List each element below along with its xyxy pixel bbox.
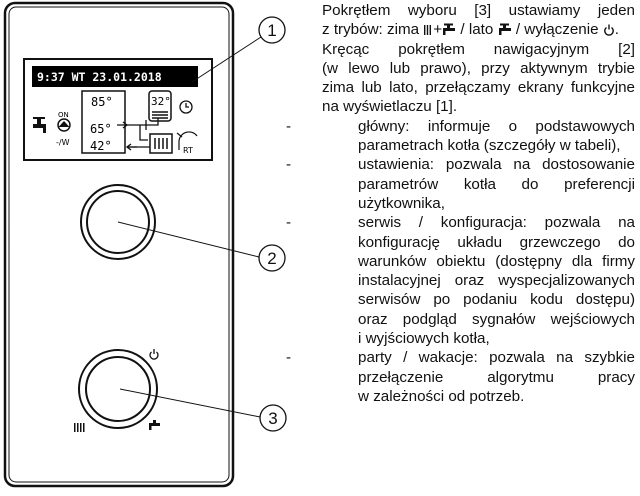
list-item-line: oraz podgląd sygnałów wejściowych <box>322 310 635 329</box>
svg-text:ON: ON <box>58 111 69 119</box>
intro-modes-line: z trybów: zima + / lato / wyłączenie . <box>322 20 635 39</box>
list-item-line: konfigurację układu grzewczego do <box>322 233 635 252</box>
list-item-line: - główny: informuje o podstawowych <box>286 117 635 136</box>
mode-text: / wyłączenie <box>515 21 599 39</box>
list-item-text: oraz podgląd sygnałów wejściowych <box>358 310 635 328</box>
boiler-box <box>81 90 126 154</box>
clock-icon <box>179 100 193 114</box>
bullet-dash: - <box>286 156 292 174</box>
list-item-line: użytkownika, <box>322 194 635 213</box>
callout-circle-2 <box>258 244 286 272</box>
bullet-dash: - <box>286 214 292 232</box>
list-item-text: warunków obiektu (dostępny dla firmy <box>358 252 635 270</box>
mode-selector-knob[interactable] <box>78 349 158 429</box>
pipes <box>117 118 159 151</box>
list-item-text: ustawienia: pozwala na dostosowanie <box>358 156 635 174</box>
return-temp: 42° <box>90 139 112 153</box>
radiator-icon <box>424 25 432 36</box>
display-header-bar <box>32 66 198 87</box>
list-item-text: w zależności od potrzeb. <box>358 387 525 405</box>
list-item-line: i wyjściowych kotła, <box>322 329 635 348</box>
tank-temp: 32° <box>151 95 171 108</box>
navigation-knob[interactable] <box>80 184 156 260</box>
power-icon <box>149 349 159 360</box>
intro-line: na wyświetlaczu [1]. <box>322 98 458 116</box>
callout-number-3: 3 <box>268 409 277 428</box>
bullet-dash: - <box>286 349 292 367</box>
panel-inner-frame <box>8 6 230 483</box>
list-item-line: parametrów kotła do preferencji <box>322 175 635 194</box>
period-text: . <box>614 21 620 39</box>
tap-mode-icon <box>149 420 160 430</box>
list-item-text: parametrów kotła do preferencji <box>358 175 635 193</box>
list-item-text: party / wakacje: pozwala na szybkie <box>358 349 635 367</box>
room-thermostat-icon <box>176 131 198 150</box>
list-item-line: - serwis / konfiguracja: pozwala na <box>286 213 635 232</box>
list-item-line: - ustawienia: pozwala na dostosowanie <box>286 155 635 174</box>
list-item-line: parametrach kotła (szczegóły w tabeli), <box>322 136 635 155</box>
radiator-icon <box>149 133 173 154</box>
tap-icon <box>498 23 511 36</box>
screen-list: - główny: informuje o podstawowych paramet… <box>286 117 635 406</box>
supply-temp: 65° <box>90 122 112 136</box>
list-item-text: użytkownika, <box>358 194 445 212</box>
display-frame <box>23 58 213 161</box>
pump-wave-icon: -/W <box>56 138 70 147</box>
intro-line: Kręcąc pokrętłem nawigacyjnym [2] <box>322 40 635 58</box>
boiler-temp: 85° <box>91 95 113 109</box>
callout-line-1 <box>191 36 262 83</box>
list-item-text: przełączenie algorytmu pracy <box>358 368 635 386</box>
panel-outer-frame <box>3 1 235 488</box>
intro-line: Pokrętłem wyboru [3] ustawiamy jeden <box>322 2 635 19</box>
bullet-dash: - <box>286 117 292 135</box>
list-item-line: przełączenie algorytmu pracy <box>322 368 635 387</box>
list-item-text: serwisów po podaniu kodu dostępu) <box>358 291 635 309</box>
callout-line-2 <box>117 221 260 258</box>
tap-icon <box>33 117 46 133</box>
water-tank-icon <box>148 90 172 122</box>
list-item-text: główny: informuje o podstawowych <box>358 117 635 135</box>
pump-icon: ON <box>57 111 71 132</box>
mode-text: / lato <box>460 21 494 39</box>
callout-circle-3 <box>259 404 287 432</box>
mode-text: z trybów: zima <box>322 21 420 39</box>
controller-panel-diagram: 9:37 WT 23.01.2018 ON -/W 85° 65° 42° 32… <box>3 1 287 488</box>
list-item-text: konfigurację układu grzewczego do <box>358 233 635 251</box>
display-datetime: 9:37 WT 23.01.2018 <box>37 70 162 84</box>
list-item-line: instalacyjnej oraz wyspecjalizowanych <box>322 271 635 290</box>
list-item-text: parametrach kotła (szczegóły w tabeli), <box>358 137 621 155</box>
callout-line-3 <box>119 388 261 418</box>
radiator-mode-icon <box>74 423 85 432</box>
rt-label: RT <box>183 146 193 155</box>
intro-line: (w lewo lub prawo), przy aktywnym trybie <box>322 59 635 77</box>
intro-line: zima lub lato, przełączamy ekrany funkcy… <box>322 79 635 97</box>
callout-number-1: 1 <box>267 21 276 40</box>
list-item-text: serwis / konfiguracja: pozwala na <box>358 214 635 232</box>
description-text: Pokrętłem wyboru [3] ustawiamy jeden z t… <box>286 1 635 406</box>
list-item-line: - party / wakacje: pozwala na szybkie <box>286 348 635 367</box>
list-item-line: warunków obiektu (dostępny dla firmy <box>322 252 635 271</box>
list-item-text: i wyjściowych kotła, <box>358 330 490 348</box>
plus-text: + <box>433 21 443 39</box>
callout-number-2: 2 <box>267 249 276 268</box>
tap-icon <box>443 23 456 36</box>
list-item-text: instalacyjnej oraz wyspecjalizowanych <box>358 272 635 290</box>
callout-circle-1 <box>258 16 286 44</box>
list-item-line: w zależności od potrzeb. <box>322 387 635 406</box>
list-item-line: serwisów po podaniu kodu dostępu) <box>322 290 635 309</box>
power-icon <box>603 24 614 36</box>
